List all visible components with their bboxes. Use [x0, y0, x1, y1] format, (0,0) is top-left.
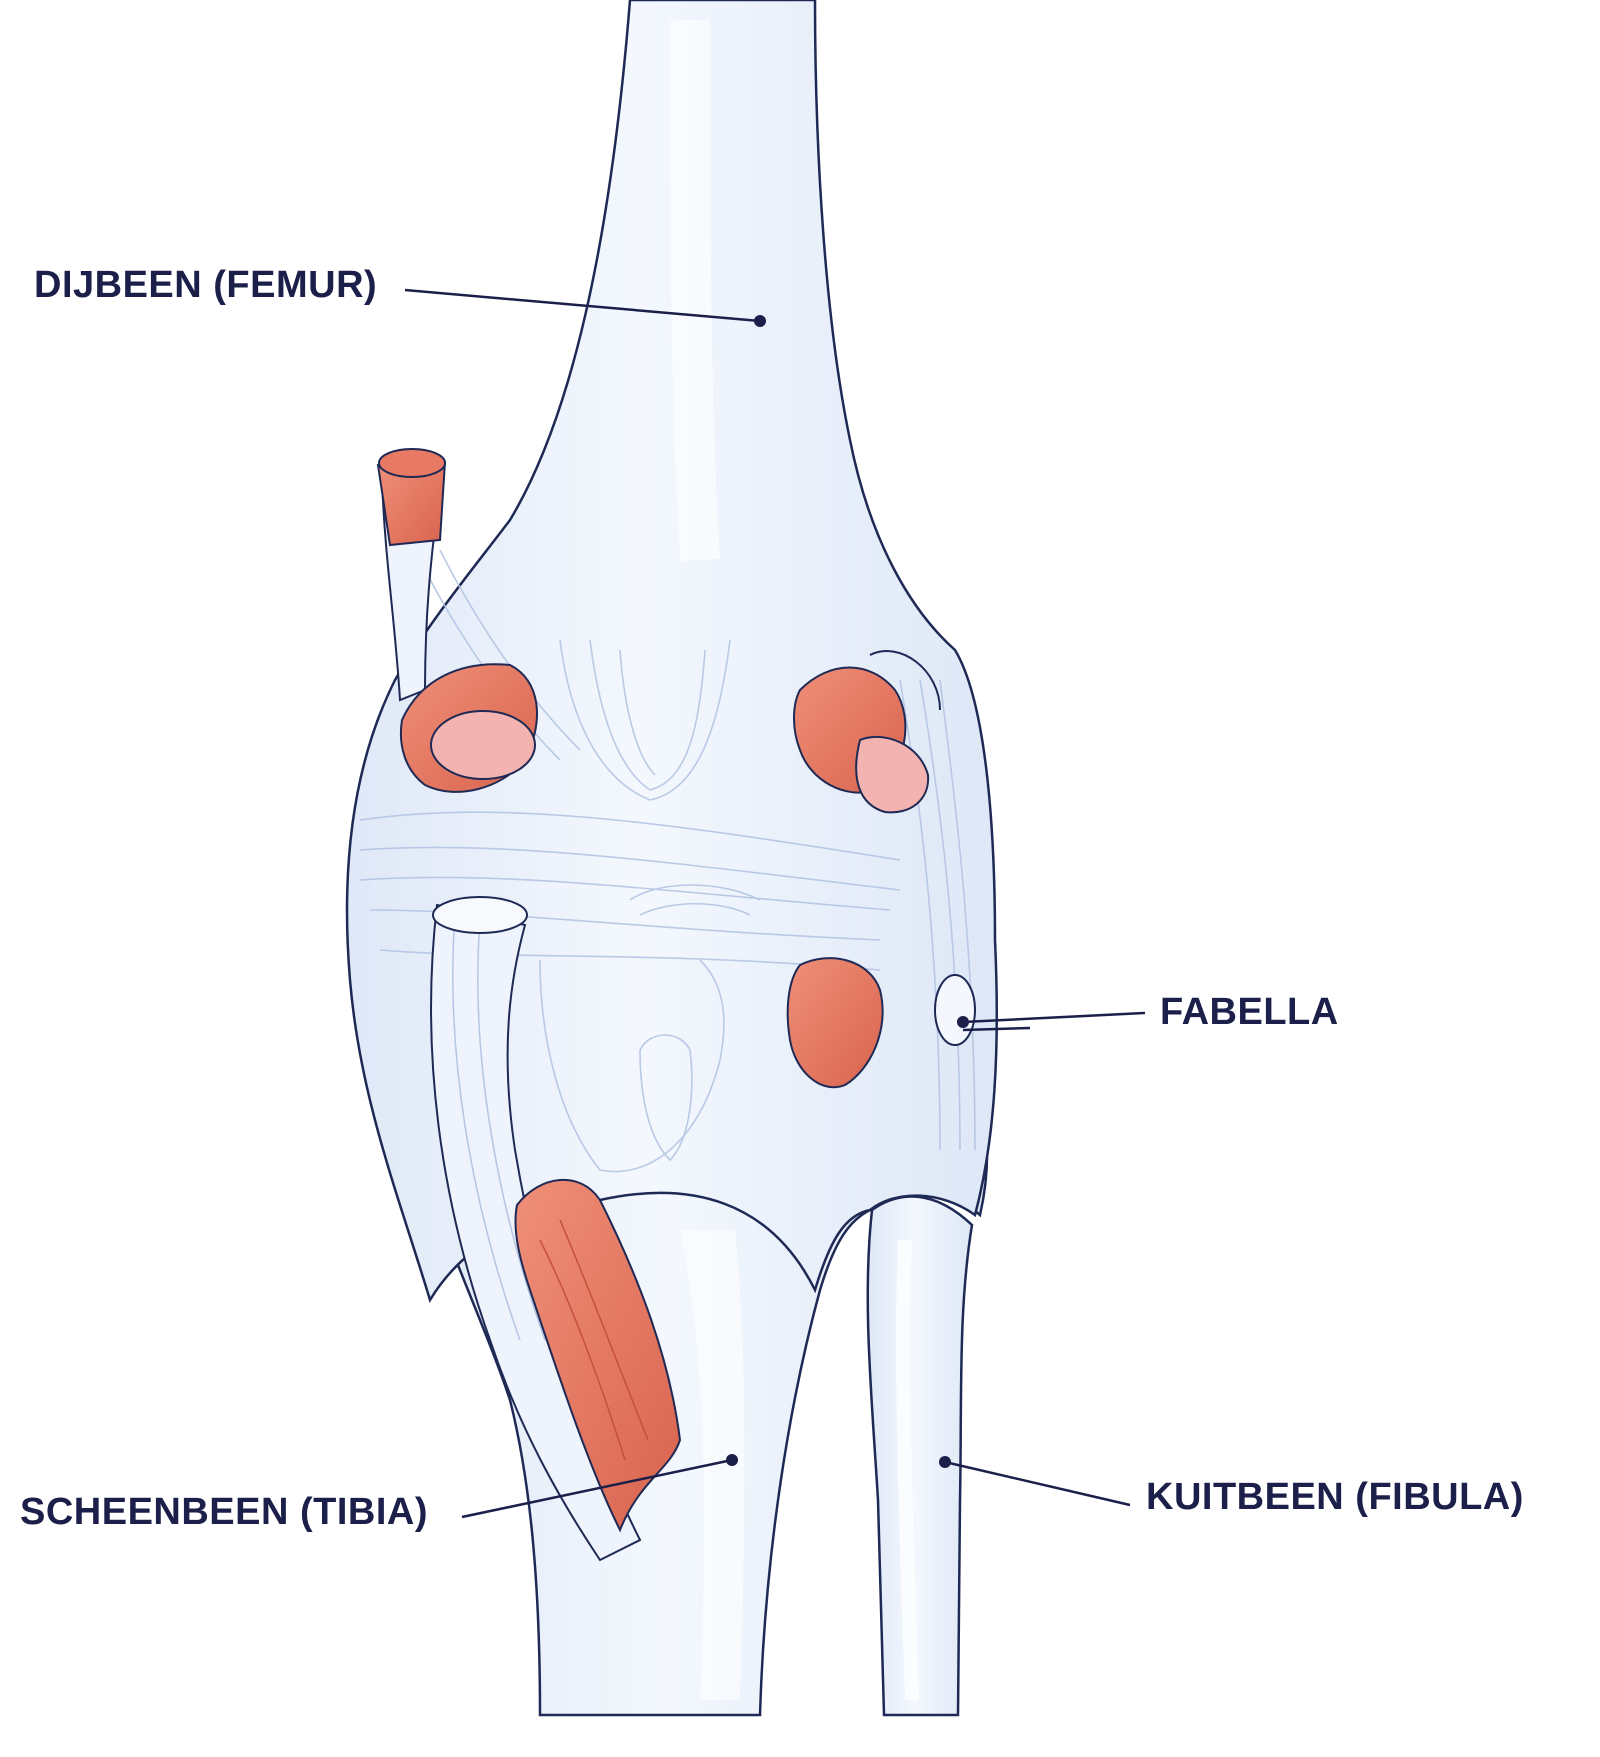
medial-gastrocnemius-cut	[399, 663, 538, 793]
fibula-leader	[939, 1456, 1131, 1507]
femur-pointer-dot	[754, 315, 766, 327]
medial-tendon	[430, 896, 642, 1562]
popliteus-muscle	[514, 1178, 682, 1533]
tibia-leader	[461, 1454, 738, 1519]
tibia-label: SCHEENBEEN (TIBIA)	[20, 1491, 429, 1533]
femur-leader	[404, 288, 766, 327]
lateral-muscle-cut	[786, 957, 884, 1089]
lateral-gastrocnemius-cut	[793, 650, 941, 814]
fibula-bone	[866, 1195, 974, 1717]
tibia-pointer-dot	[726, 1454, 738, 1466]
adductor-tendon	[376, 448, 447, 702]
femur-label: DIJBEEN (FEMUR)	[34, 264, 378, 306]
fabella-bone	[934, 974, 976, 1046]
fabella-pointer-dot	[957, 1016, 969, 1028]
fibula-label: KUITBEEN (FIBULA)	[1146, 1476, 1524, 1518]
leader-lines	[404, 288, 1146, 1519]
fabella-label: FABELLA	[1160, 991, 1339, 1033]
fabella-leader	[957, 1011, 1146, 1032]
ligament-fibers	[359, 549, 976, 1173]
fibula-pointer-dot	[939, 1456, 951, 1468]
